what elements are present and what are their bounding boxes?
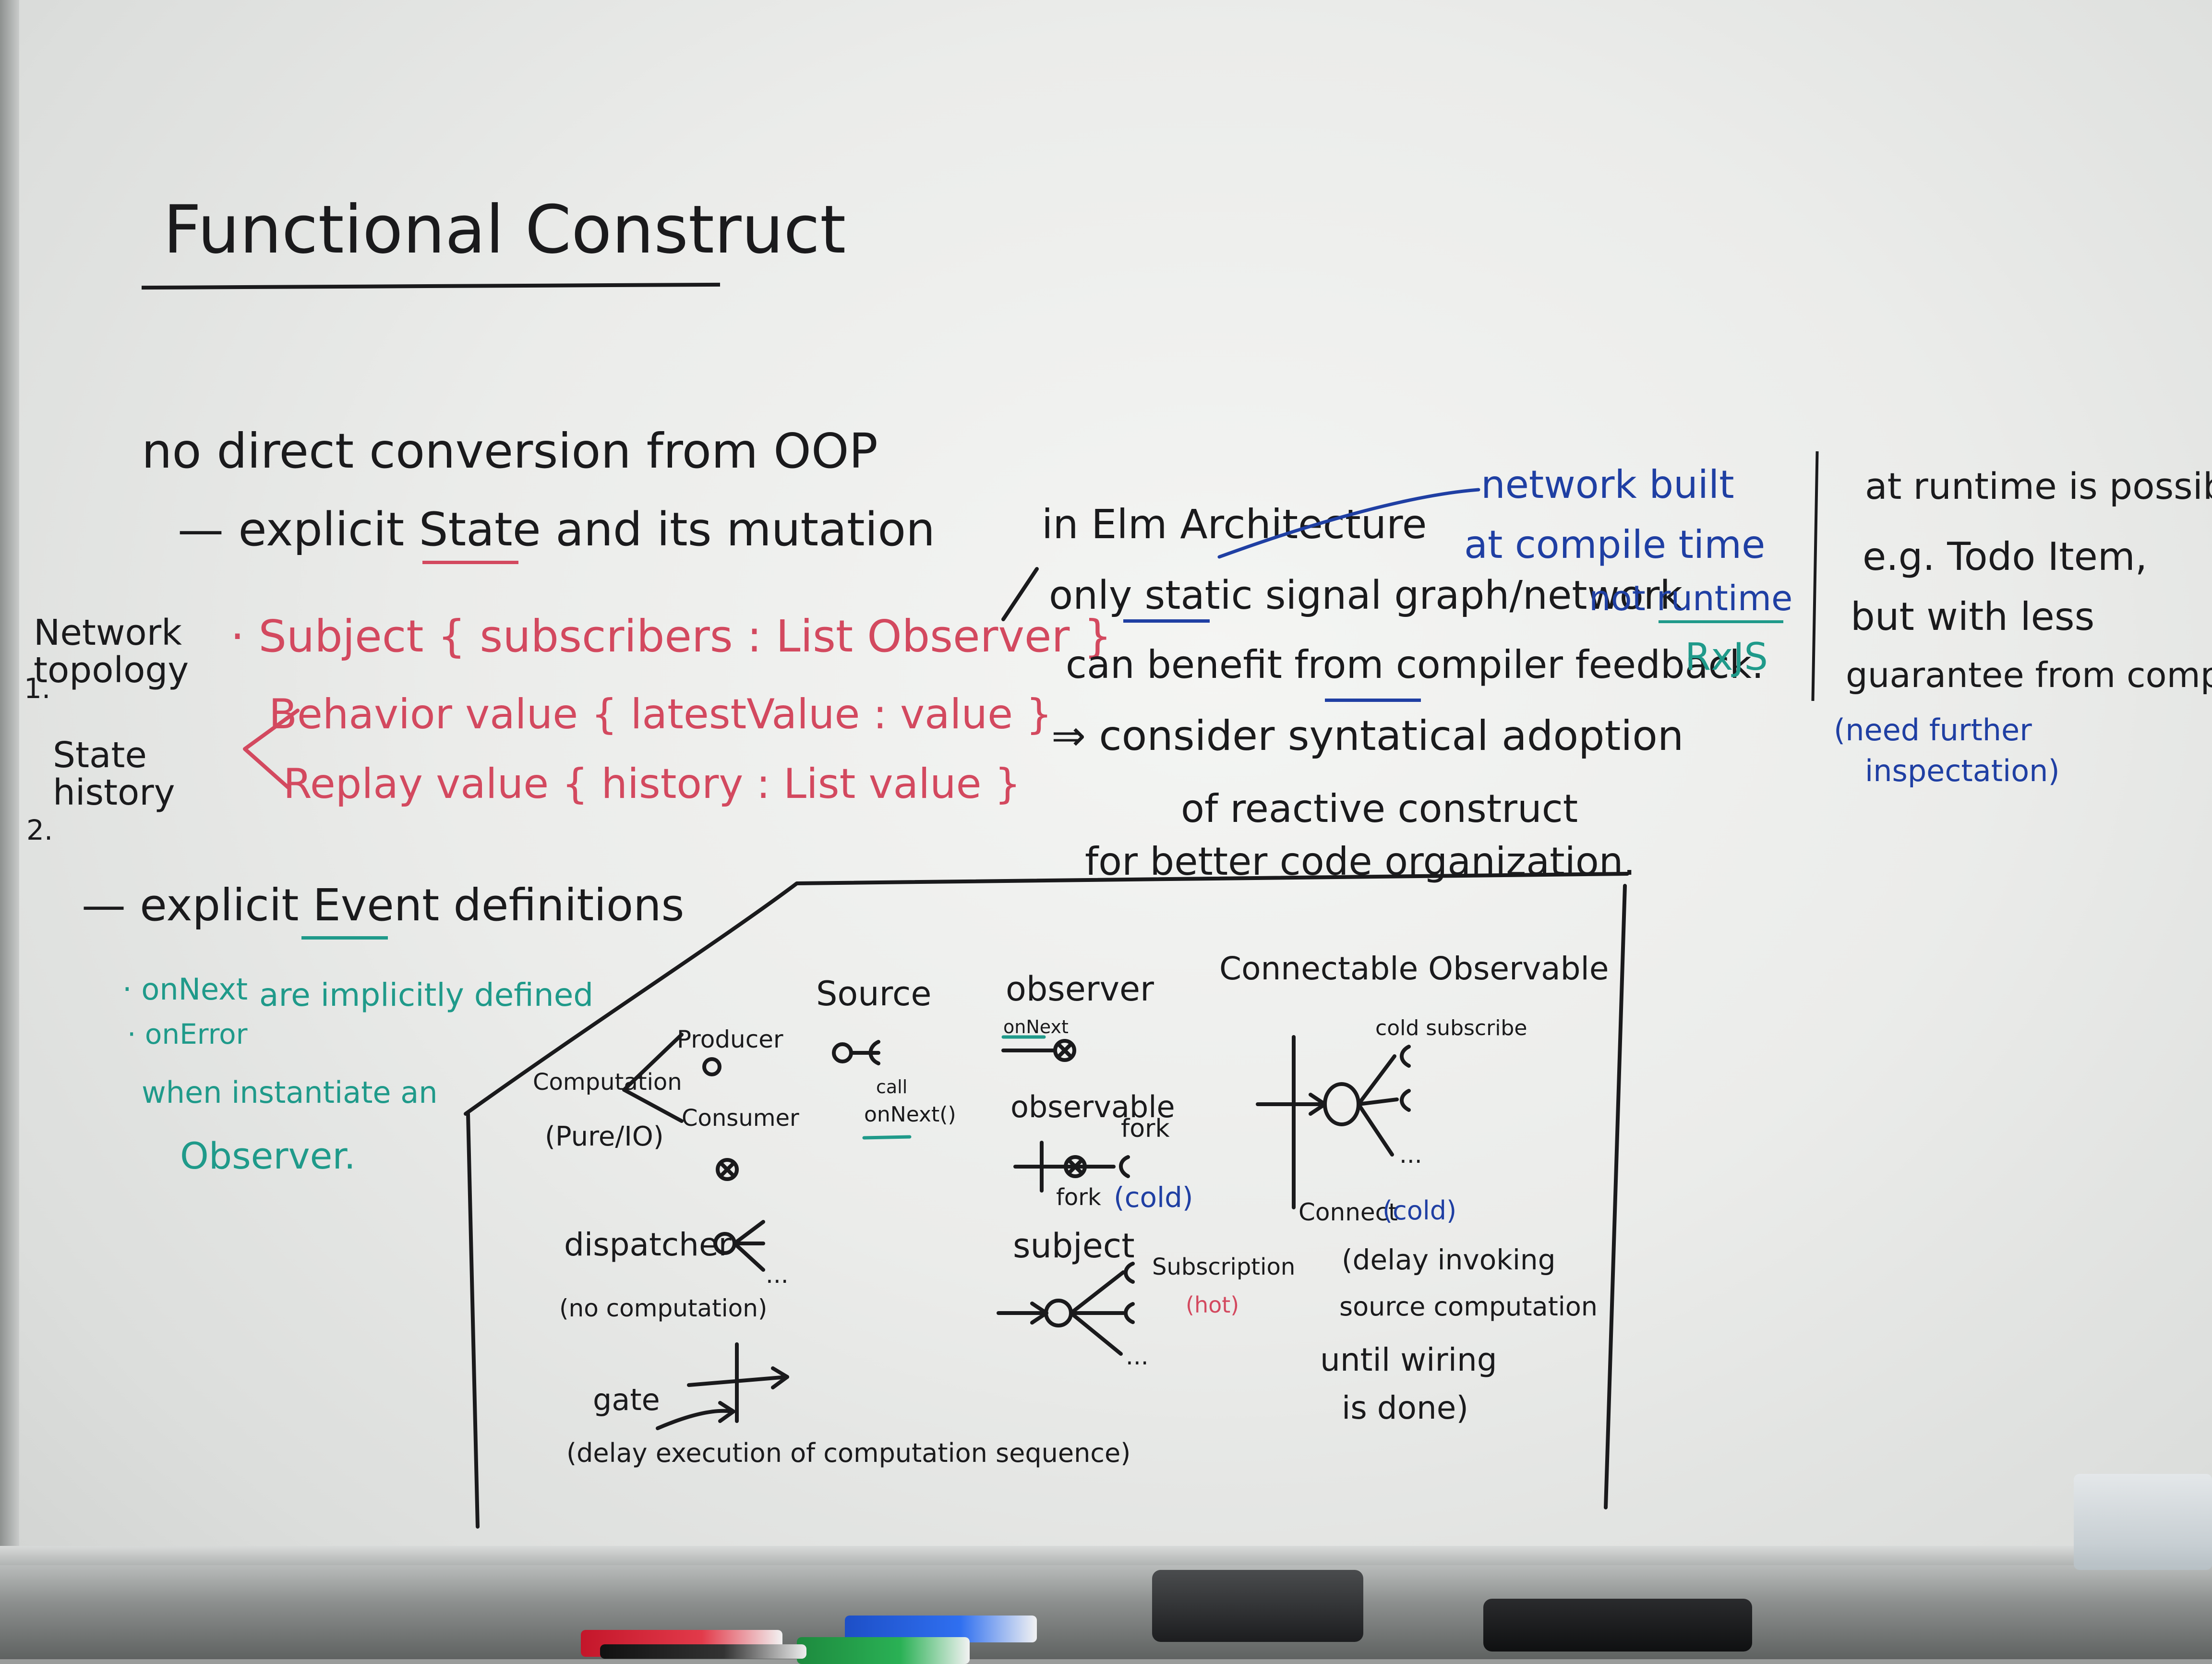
right-blue-note1: (need further xyxy=(1834,712,2032,748)
diagram-computation: Computation xyxy=(533,1069,682,1096)
right-line4: guarantee from compiler xyxy=(1846,655,2212,695)
marker-tray xyxy=(0,1565,2212,1659)
diagram-connect-cold: (cold) xyxy=(1382,1195,1457,1226)
side-label-network: Network topology xyxy=(34,612,189,691)
diagram-gate-sub: (delay execution of computation sequence… xyxy=(566,1438,1131,1468)
teal-note2: when instantiate an xyxy=(142,1075,438,1110)
diagram-observer: observer xyxy=(1006,969,1154,1009)
diagram-observer-sub: onNext xyxy=(1003,1016,1069,1037)
diagram-connectable-ellipsis: ... xyxy=(1399,1141,1422,1169)
teal-note3: Observer. xyxy=(180,1134,356,1177)
teal-onerror: · onError xyxy=(127,1018,248,1050)
left-line1: no direct conversion from OOP xyxy=(142,423,878,479)
diagram-delay2: source computation xyxy=(1339,1291,1598,1322)
whiteboard-eraser[interactable] xyxy=(1152,1570,1363,1642)
diagram-source-sub1: call xyxy=(876,1076,908,1097)
compiler-underline xyxy=(1325,699,1421,702)
mid-line3: can benefit from compiler feedback. xyxy=(1066,642,1764,687)
whiteboard-eraser-2[interactable] xyxy=(1483,1599,1752,1652)
diagram-subject: subject xyxy=(1013,1226,1135,1266)
diagram-delay4: is done) xyxy=(1342,1389,1469,1426)
diagram-fork: fork xyxy=(1121,1114,1170,1143)
runtime-underline xyxy=(1659,620,1783,623)
diagram-source: Source xyxy=(816,974,932,1013)
right-line3: but with less xyxy=(1851,594,2095,639)
mid-line2: only static signal graph/network xyxy=(1049,573,1683,618)
diagram-computation-sub: (Pure/IO) xyxy=(545,1121,664,1152)
mid-line4: ⇒ consider syntatical adoption xyxy=(1051,712,1684,760)
side-label-state: State history xyxy=(53,735,175,813)
diagram-fork2: fork xyxy=(1056,1184,1101,1211)
blue-not-runtime: not runtime xyxy=(1589,578,1793,618)
red-subject-line: · Subject { subscribers : List Observer … xyxy=(230,611,1112,662)
teal-onnext: · onNext xyxy=(122,972,248,1007)
diagram-cold-subscribe: cold subscribe xyxy=(1375,1016,1527,1040)
right-line2: e.g. Todo Item, xyxy=(1863,534,2148,579)
diagram-gate: gate xyxy=(593,1382,660,1417)
diagram-observable: observable xyxy=(1010,1089,1175,1124)
left-line3: — explicit Event definitions xyxy=(82,880,685,931)
diagram-delay1: (delay invoking xyxy=(1342,1243,1556,1276)
blue-network-built: network built xyxy=(1481,462,1734,507)
diagram-subscription: Subscription xyxy=(1152,1254,1296,1280)
diagram-delay3: until wiring xyxy=(1320,1341,1497,1378)
left-line2: — explicit State and its mutation xyxy=(178,503,935,556)
storage-box xyxy=(2074,1474,2212,1570)
diagram-source-sub2: onNext() xyxy=(864,1102,956,1127)
black-marker[interactable] xyxy=(600,1644,806,1659)
right-blue-note2: inspectation) xyxy=(1865,753,2060,788)
state-underline xyxy=(422,561,518,564)
red-replay-line: Replay value { history : List value } xyxy=(283,760,1021,808)
blue-compile-time: at compile time xyxy=(1464,522,1766,567)
whiteboard-frame xyxy=(0,0,19,1659)
side-num-2: 2. xyxy=(26,814,53,846)
diagram-connect: Connect xyxy=(1298,1198,1398,1226)
mid-line5: of reactive construct xyxy=(1181,786,1578,831)
red-behavior-line: Behavior value { latestValue : value } xyxy=(269,690,1053,738)
diagram-dispatcher: dispatcher xyxy=(564,1226,732,1263)
page-title: Functional Construct xyxy=(163,191,846,268)
diagram-cold: (cold) xyxy=(1114,1181,1193,1214)
right-line1: at runtime is possible, xyxy=(1865,465,2212,507)
diagram-consumer: Consumer xyxy=(682,1105,799,1132)
diagram-connectable: Connectable Observable xyxy=(1219,950,1609,987)
diagram-dispatcher-sub: (no computation) xyxy=(559,1294,768,1322)
teal-rxjs: RxJS xyxy=(1685,636,1768,679)
static-underline xyxy=(1123,619,1210,623)
side-num-1: 1. xyxy=(24,672,51,705)
diagram-producer: Producer xyxy=(677,1025,783,1053)
teal-note1: are implicitly defined xyxy=(259,977,594,1013)
diagram-hot: (hot) xyxy=(1186,1292,1239,1318)
event-underline xyxy=(301,936,388,940)
diagram-dispatcher-ellipsis: ... xyxy=(766,1261,789,1289)
diagram-subject-ellipsis: ... xyxy=(1126,1342,1149,1370)
